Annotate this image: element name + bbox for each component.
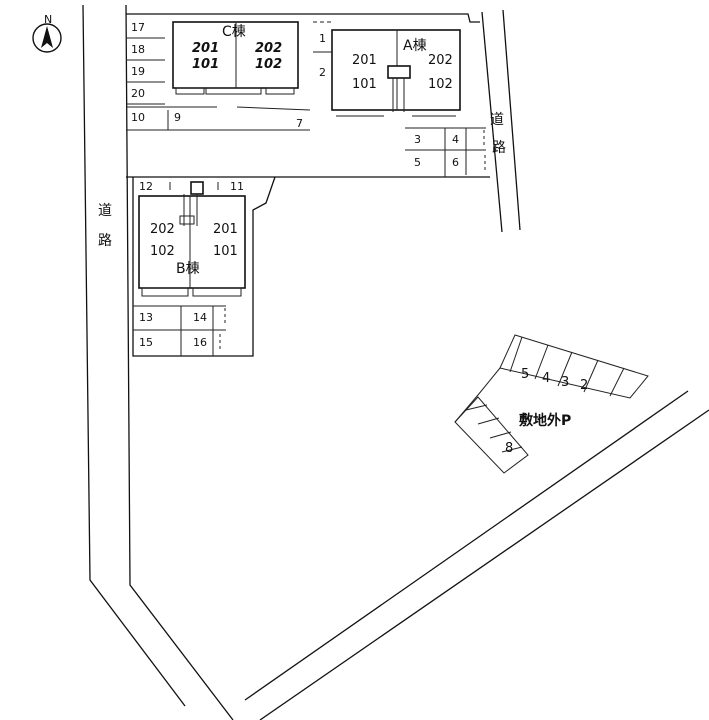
parking-a: 1 2 3 4 5 6 xyxy=(313,21,486,177)
parking-space-19: 19 xyxy=(131,65,145,78)
parking-space-20: 20 xyxy=(131,87,145,100)
parking-space-9: 9 xyxy=(174,111,181,124)
building-a-label: A棟 xyxy=(403,38,427,54)
road-label-left-2: 路 xyxy=(98,233,112,249)
building-b-unit-202: 202 xyxy=(150,222,175,237)
road-label-right-2: 路 xyxy=(492,140,506,156)
building-c-unit-102: 102 xyxy=(255,57,282,72)
building-a-unit-101: 101 xyxy=(352,77,377,92)
building-a-unit-202: 202 xyxy=(428,53,453,68)
building-b-unit-102: 102 xyxy=(150,244,175,259)
north-arrow-icon: N xyxy=(32,13,62,53)
building-c-unit-201: 201 xyxy=(192,41,219,56)
building-b-label: B棟 xyxy=(176,261,200,277)
road-label-left-1: 道 xyxy=(98,203,112,219)
parking-space-13: 13 xyxy=(139,311,153,324)
parking-space-11: 11 xyxy=(230,180,244,193)
parking-space-1: 1 xyxy=(319,32,326,45)
road-lines xyxy=(82,4,709,720)
offsite-space-5: 5 xyxy=(521,367,529,382)
parking-space-6: 6 xyxy=(452,156,459,169)
parking-space-10: 10 xyxy=(131,111,145,124)
parking-space-18: 18 xyxy=(131,43,145,56)
building-b: 12 11 202 201 102 101 B棟 xyxy=(138,180,246,297)
north-label: N xyxy=(44,13,52,26)
parking-b: 13 14 15 16 xyxy=(133,305,226,356)
parking-space-14: 14 xyxy=(193,311,207,324)
offsite-space-3: 3 xyxy=(561,375,569,390)
building-c-label: C棟 xyxy=(222,24,246,40)
building-a-unit-201: 201 xyxy=(352,53,377,68)
parking-space-4: 4 xyxy=(452,133,459,146)
building-a: A棟 201 202 101 102 xyxy=(331,29,461,117)
building-c: C棟 201 202 101 102 xyxy=(172,21,299,95)
site-boundary xyxy=(126,13,490,357)
offsite-space-4: 4 xyxy=(542,371,550,386)
building-a-unit-102: 102 xyxy=(428,77,453,92)
parking-space-2: 2 xyxy=(319,66,326,79)
parking-space-17: 17 xyxy=(131,21,145,34)
parking-space-12: 12 xyxy=(139,180,153,193)
road-label-right-1: 道 xyxy=(490,112,504,128)
parking-space-3: 3 xyxy=(414,133,421,146)
parking-c-left: 17 18 19 20 10 9 7 xyxy=(126,21,303,130)
parking-space-16: 16 xyxy=(193,336,207,349)
building-c-unit-101: 101 xyxy=(192,57,219,72)
building-c-unit-202: 202 xyxy=(255,41,282,56)
offsite-parking: 5 4 3 2 8 敷地外P xyxy=(454,334,649,474)
building-b-unit-101: 101 xyxy=(213,244,238,259)
offsite-space-8: 8 xyxy=(505,441,513,456)
parking-space-15: 15 xyxy=(139,336,153,349)
parking-space-7: 7 xyxy=(296,117,303,130)
building-b-unit-201: 201 xyxy=(213,222,238,237)
parking-space-5: 5 xyxy=(414,156,421,169)
offsite-parking-label: 敷地外P xyxy=(519,412,571,429)
offsite-space-2: 2 xyxy=(580,378,588,393)
